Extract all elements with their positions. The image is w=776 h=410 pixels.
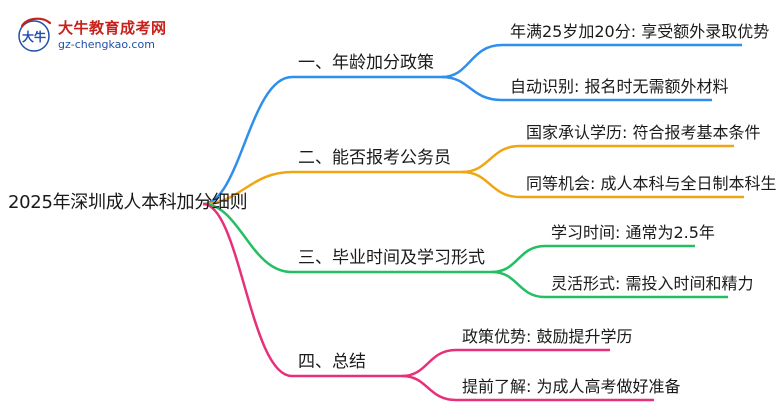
branch-2-to-leaf-1-connector <box>461 144 521 174</box>
root-to-branch-4-connector <box>202 202 293 378</box>
branch-3-to-leaf-1-connector <box>491 244 546 274</box>
mindmap-connectors <box>202 43 744 402</box>
logo-site-url: gz-chengkao.com <box>58 38 155 51</box>
leaf-node-3-2: 灵活形式: 需投入时间和精力 <box>551 274 754 293</box>
leaf-node-3-1: 学习时间: 通常为2.5年 <box>551 223 715 242</box>
logo-mark-icon: 大牛 <box>18 17 52 52</box>
branch-node-3: 三、毕业时间及学习形式 <box>298 248 485 268</box>
branch-node-2: 二、能否报考公务员 <box>298 148 451 168</box>
branch-4-to-leaf-2-connector <box>401 374 457 402</box>
logo-site-name: 大牛教育成考网 <box>58 19 167 37</box>
branch-1-to-leaf-2-connector <box>441 75 503 102</box>
branch-2-to-leaf-2-connector <box>461 170 521 199</box>
branch-4-to-leaf-1-connector <box>401 348 457 378</box>
root-to-branch-1-connector <box>202 75 293 206</box>
leaf-node-2-1: 国家承认学历: 符合报考基本条件 <box>526 123 761 142</box>
branch-3-to-leaf-2-connector <box>491 270 546 299</box>
logo-mark-text: 大牛 <box>22 29 46 44</box>
leaf-node-4-2: 提前了解: 为成人高考做好准备 <box>462 377 681 396</box>
branch-node-4: 四、总结 <box>298 352 366 372</box>
branch-1-to-leaf-1-connector <box>441 43 503 79</box>
leaf-node-1-2: 自动识别: 报名时无需额外材料 <box>510 77 729 96</box>
mindmap-canvas: 大牛 大牛教育成考网 gz-chengkao.com 2025年深圳成人本科加分… <box>8 14 776 402</box>
leaf-node-1-1: 年满25岁加20分: 享受额外录取优势 <box>510 22 770 41</box>
root-to-branch-2-connector <box>202 170 293 206</box>
leaf-node-2-2: 同等机会: 成人本科与全日制本科生 <box>526 174 776 193</box>
root-to-branch-3-connector <box>202 202 293 274</box>
root-node: 2025年深圳成人本科加分细则 <box>8 192 248 213</box>
branch-node-1: 一、年龄加分政策 <box>298 53 434 73</box>
site-logo[interactable]: 大牛 大牛教育成考网 gz-chengkao.com <box>16 14 176 54</box>
leaf-node-4-1: 政策优势: 鼓励提升学历 <box>462 327 633 346</box>
